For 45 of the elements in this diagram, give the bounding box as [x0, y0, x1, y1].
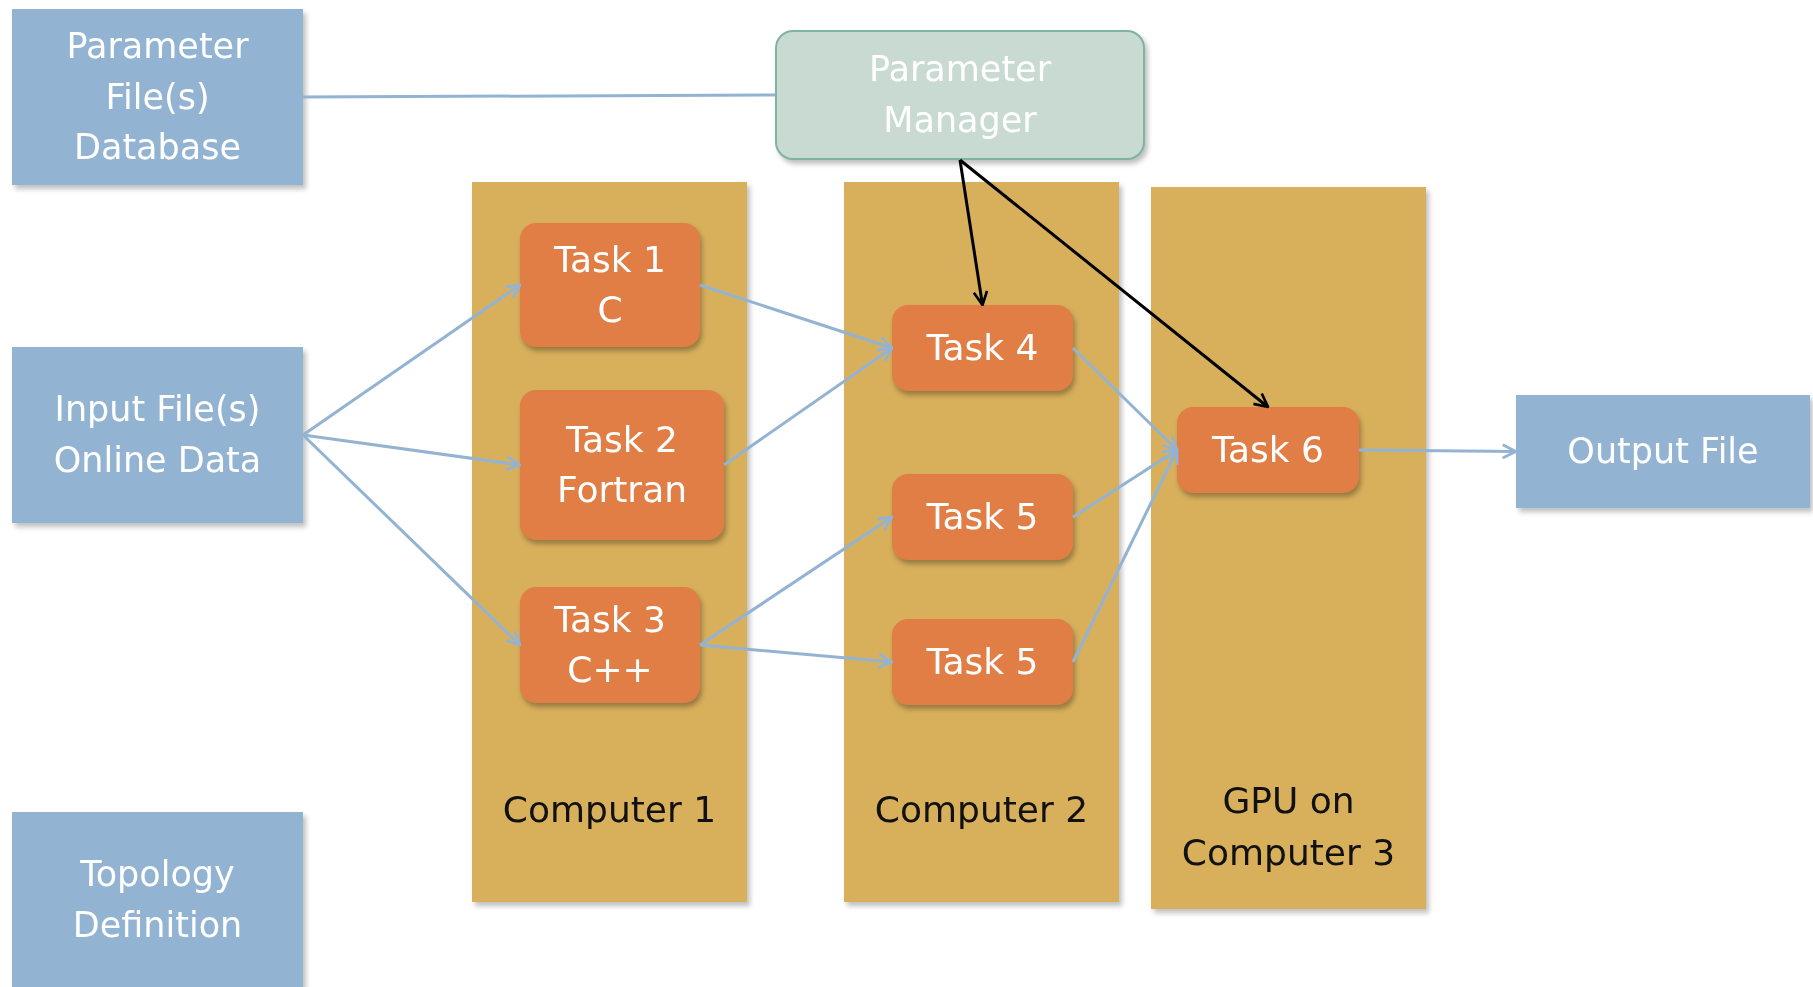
arrow [302, 283, 522, 437]
column-label: GPU on Computer 3 [1180, 778, 1397, 875]
box-label: Fortran [556, 468, 687, 512]
box-label: Task 2 [565, 417, 678, 462]
arrow [1071, 346, 1179, 452]
arrow [1359, 443, 1518, 460]
arrow [958, 159, 989, 307]
box-label: Online Data [53, 439, 262, 482]
database-box [12, 9, 303, 185]
computer-column [844, 182, 1119, 902]
input-box [12, 347, 303, 523]
arrow [959, 158, 1270, 409]
column-label: Computer 2 [874, 787, 1089, 832]
arrow [302, 433, 522, 472]
box-label: C [597, 288, 623, 332]
task-box [520, 223, 700, 347]
arrow [301, 433, 522, 647]
box-label: C++ [567, 648, 653, 692]
arrow [723, 346, 894, 467]
task-box [520, 587, 700, 703]
task-box [892, 619, 1073, 705]
task-box [892, 474, 1073, 560]
arrow [1071, 448, 1179, 663]
box-label: Task 1 [553, 237, 666, 282]
manager-box [775, 30, 1145, 160]
task-box [892, 305, 1073, 391]
definition-box [12, 812, 303, 987]
computer-column [472, 182, 747, 902]
output-box [1516, 395, 1810, 508]
computer-column [1151, 187, 1426, 909]
box-label: Task 4 [926, 325, 1039, 370]
box-label: Input File(s) [54, 388, 261, 432]
box-label: Output File [1567, 430, 1759, 474]
task-box [520, 390, 724, 540]
column-label: Computer 1 [502, 787, 717, 832]
box-label: Task 5 [926, 494, 1039, 539]
connector-line [303, 93, 775, 99]
box-label: Task 3 [553, 597, 666, 642]
box-label: Task 6 [1211, 427, 1324, 472]
box-label: Task 5 [926, 639, 1039, 684]
task-box [1177, 407, 1359, 493]
arrow [699, 515, 894, 647]
arrow [699, 643, 894, 669]
box-label: Parameter File(s) Database [65, 24, 250, 170]
box-label: Topology Definition [71, 852, 244, 947]
